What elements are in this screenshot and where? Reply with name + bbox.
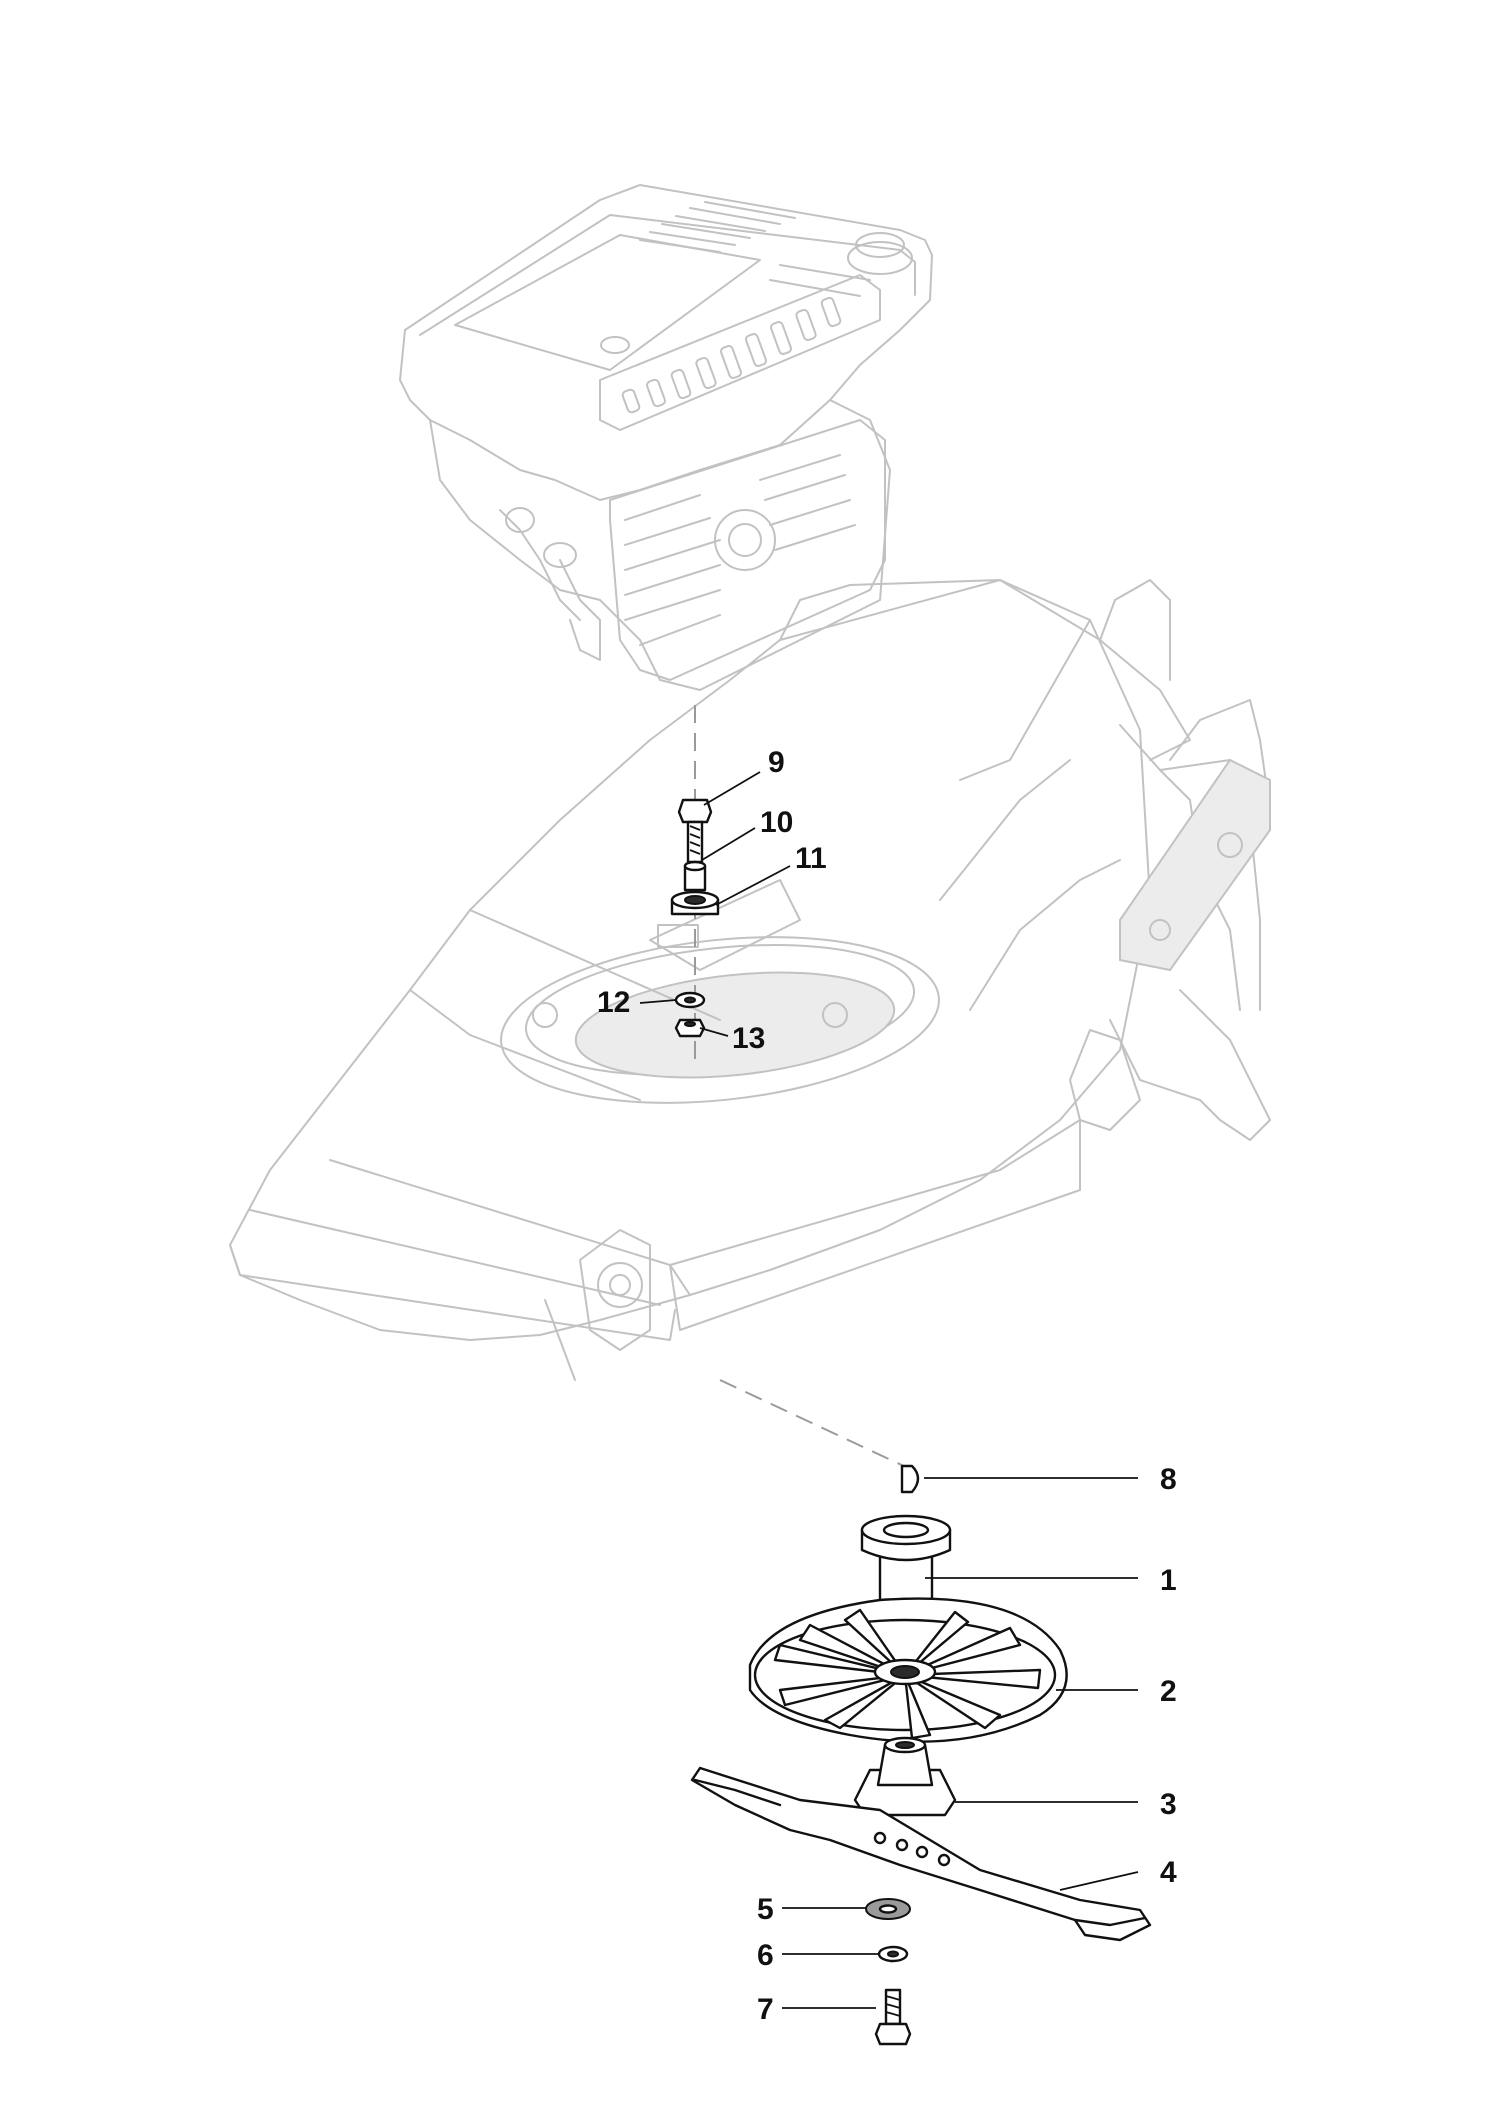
bolt-9 — [677, 798, 713, 864]
leader-lines — [639, 771, 1139, 2009]
blade-axis-line — [719, 1379, 909, 1469]
engine-side-slots — [621, 296, 842, 414]
blade-hub-3 — [853, 1736, 957, 1817]
leader-9 — [703, 771, 761, 806]
spacer-10 — [683, 860, 707, 892]
washer-12 — [674, 991, 706, 1009]
callout-numbers: 9 10 11 12 13 8 1 2 3 4 5 6 7 — [597, 746, 1177, 2026]
lock-washer-6 — [877, 1945, 909, 1963]
callout-9: 9 — [768, 746, 785, 779]
callout-4: 4 — [1160, 1856, 1177, 1889]
engine-cover-fins — [639, 201, 871, 297]
leader-11 — [715, 865, 791, 906]
leader-4 — [1059, 1871, 1139, 1891]
fan-vanes — [773, 1608, 1042, 1740]
washer-5 — [865, 1898, 911, 1920]
callout-1: 1 — [1160, 1564, 1177, 1597]
leader-13 — [699, 1027, 729, 1037]
mower-deck-ghost — [229, 579, 1271, 1381]
bolt-7 — [874, 1988, 912, 2046]
key-8 — [900, 1464, 920, 1494]
callout-8: 8 — [1160, 1463, 1177, 1496]
callout-2: 2 — [1160, 1675, 1177, 1708]
bushing-11 — [670, 890, 720, 916]
leader-12 — [639, 999, 677, 1004]
callout-7: 7 — [757, 1993, 774, 2026]
callout-10: 10 — [760, 806, 793, 839]
callout-13: 13 — [732, 1022, 765, 1055]
callout-5: 5 — [757, 1893, 774, 1926]
engine-ghost — [399, 184, 933, 691]
callout-11: 11 — [795, 842, 827, 875]
callout-3: 3 — [1160, 1788, 1177, 1821]
leader-10 — [701, 827, 756, 861]
nut-13 — [674, 1018, 706, 1038]
blade-4 — [690, 1766, 1152, 1942]
fan-2 — [748, 1597, 1068, 1743]
callout-12: 12 — [597, 986, 630, 1019]
muffler-slots — [624, 454, 856, 646]
callout-6: 6 — [757, 1939, 774, 1972]
